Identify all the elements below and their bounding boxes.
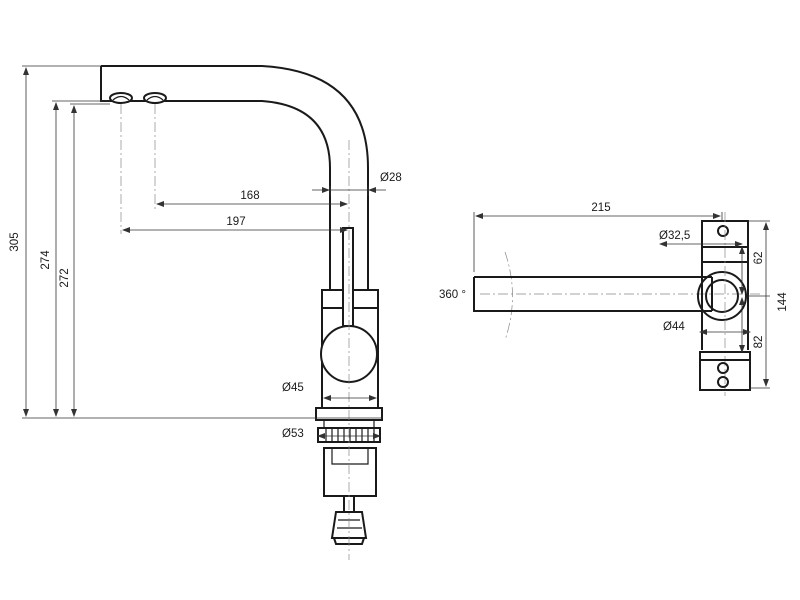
hose-connector [330,496,368,545]
dim-label-305: 305 [9,232,21,251]
aerator-right [143,92,167,104]
top-view: 215 Ø32,5 Ø44 360 ° 62 82 144 [439,202,789,396]
dim-label-168: 168 [240,190,259,202]
spout-outline [100,65,369,290]
shank [323,447,377,497]
mount-plate-bottom [699,351,751,391]
dim-label-82: 82 [753,336,765,349]
dim-label-53: Ø53 [282,428,304,440]
dim-label-62: 62 [753,252,765,265]
body-circle-inner [705,279,739,313]
dim-label-44: Ø44 [663,321,685,333]
front-view: 305 274 272 168 197 Ø28 Ø45 Ø53 [9,65,402,560]
dim-label-144: 144 [777,292,789,312]
spout-tube [473,276,712,312]
dim-label-272: 272 [59,268,71,287]
dim-label-360: 360 ° [439,289,466,301]
body-circle-outer [697,271,747,321]
dim-label-32-5: Ø32,5 [659,230,690,242]
dim-label-274: 274 [40,250,52,270]
dim-label-45: Ø45 [282,382,304,394]
dim-label-28: Ø28 [380,172,402,184]
rotation-arc [504,251,513,341]
dim-label-197: 197 [226,216,245,228]
aerator-left [109,92,133,104]
dim-label-215: 215 [591,202,610,214]
